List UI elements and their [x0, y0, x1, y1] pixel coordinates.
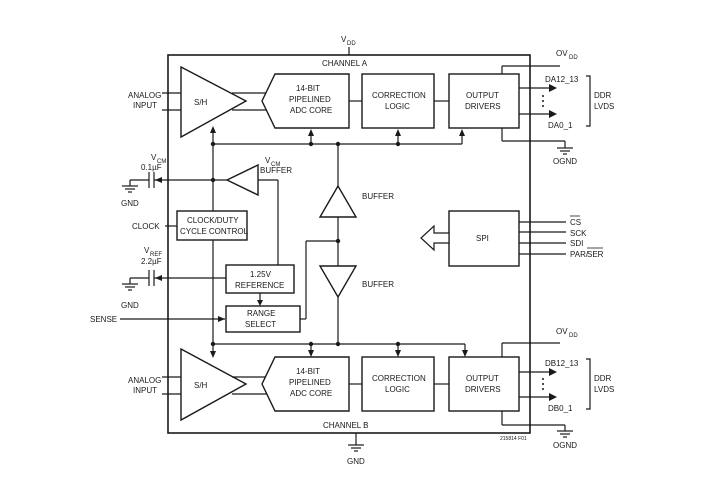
ovdd-a-label: OV [556, 49, 568, 58]
spi-pin-cs: CS [570, 218, 581, 227]
data-a-lsb-label: DA0_1 [548, 121, 573, 130]
channel-a-label: CHANNEL A [322, 59, 368, 68]
ddr-b-label-1: DDR [594, 374, 612, 383]
gnd-pin: GND [347, 433, 365, 466]
ovdd-b-label-sub: DD [569, 333, 578, 339]
adc-core-a [261, 73, 350, 129]
correction-logic-b-label-1: CORRECTION [372, 374, 426, 383]
sense-pin-label: SENSE [90, 315, 117, 324]
adc-core-a-label-2: PIPELINED [289, 95, 331, 104]
range-select-label-2: SELECT [245, 320, 276, 329]
clock-block-label-2: CYCLE CONTROL [180, 227, 249, 236]
vcm-buffer [225, 163, 259, 197]
gnd-label: GND [347, 457, 365, 466]
analog-input-a-label-2: INPUT [133, 101, 157, 110]
reference-label-1: 1.25V [250, 270, 272, 279]
output-drivers-b-label-1: OUTPUT [466, 374, 499, 383]
sample-hold-a [180, 65, 248, 139]
range-select [225, 305, 301, 333]
output-drivers-b-label-2: DRIVERS [465, 385, 501, 394]
figure-id: 215814 F01 [500, 436, 527, 442]
vcm-section: V CM 0.1µF GND V CM BUFFER [121, 153, 292, 265]
channel-a: ANALOG INPUT S/H 14-BIT PIPELINED ADC CO… [128, 49, 614, 166]
vdd-label: V [341, 35, 347, 44]
adc-core-b-label-2: PIPELINED [289, 378, 331, 387]
spi-pin-par: PAR/ [570, 250, 589, 259]
analog-input-b-label-1: ANALOG [128, 376, 161, 385]
data-b-msb-label: DB12_13 [545, 359, 579, 368]
reference-buffers: BUFFER BUFFER [318, 141, 394, 347]
correction-logic-a-label-1: CORRECTION [372, 91, 426, 100]
sample-hold-b-label: S/H [194, 381, 208, 390]
sense-section: SENSE RANGE SELECT [90, 238, 341, 333]
vcm-buffer-label-sub: CM [271, 162, 280, 168]
spi-internal-bus-arrow [420, 224, 450, 252]
vref-pin-label: V [144, 246, 150, 255]
adc-core-b-label-3: ADC CORE [290, 389, 332, 398]
ovdd-b-label: OV [556, 327, 568, 336]
vcm-cap-label: 0.1µF [141, 163, 162, 172]
correction-logic-a [361, 73, 435, 129]
correction-logic-b-label-2: LOGIC [385, 385, 410, 394]
output-drivers-a [448, 73, 520, 129]
vdd-pin: V DD [341, 35, 356, 55]
correction-logic-a-label-2: LOGIC [385, 102, 410, 111]
sample-hold-a-label: S/H [194, 98, 208, 107]
buffer-upper [318, 184, 358, 218]
vcm-pin-label: V [151, 153, 157, 162]
output-drivers-a-label-2: DRIVERS [465, 102, 501, 111]
adc-core-b [261, 356, 350, 412]
clock-block-label-1: CLOCK/DUTY [187, 216, 239, 225]
analog-input-a-label-1: ANALOG [128, 91, 161, 100]
vref-cap-label: 2.2µF [141, 257, 162, 266]
data-a-msb-label: DA12_13 [545, 75, 579, 84]
buffer-lower [318, 265, 358, 299]
spi-pin-ser: SER [587, 250, 604, 259]
adc-core-a-label-3: ADC CORE [290, 106, 332, 115]
ognd-b-label: OGND [553, 441, 577, 450]
reference-label-2: REFERENCE [235, 281, 284, 290]
spi-pin-sck: SCK [570, 229, 587, 238]
buffer-upper-label: BUFFER [362, 192, 394, 201]
spi-section: SPI CS SCK SDI PAR/ SER [420, 210, 604, 267]
adc-core-b-label-1: 14-BIT [296, 367, 320, 376]
vcm-gnd-label: GND [121, 199, 139, 208]
adc-core-a-label-1: 14-BIT [296, 84, 320, 93]
clock-duty-cycle-control [176, 210, 248, 241]
buffer-lower-label: BUFFER [362, 280, 394, 289]
vref-gnd-label: GND [121, 301, 139, 310]
data-b-lsb-label: DB0_1 [548, 404, 573, 413]
clock-pin-label: CLOCK [132, 222, 160, 231]
analog-input-b-label-2: INPUT [133, 386, 157, 395]
vref-pin-label-sub: REF [150, 252, 162, 258]
ddr-a-label-1: DDR [594, 91, 612, 100]
ognd-a-label: OGND [553, 157, 577, 166]
vcm-pin-label-sub: CM [157, 159, 166, 165]
spi-block [448, 210, 520, 267]
ddr-b-label-2: LVDS [594, 385, 614, 394]
correction-logic-b [361, 356, 435, 412]
sample-hold-b [180, 347, 248, 422]
ovdd-a-label-sub: DD [569, 55, 578, 61]
reference-1-25v [225, 264, 295, 294]
output-drivers-b [448, 356, 520, 412]
output-drivers-a-label-1: OUTPUT [466, 91, 499, 100]
spi-pin-sdi: SDI [570, 239, 583, 248]
vdd-label-sub: DD [347, 41, 356, 47]
vref-section: V REF 2.2µF GND 1.25V REFERENCE [121, 246, 295, 310]
vcm-buffer-label-main: V [265, 156, 271, 165]
vcm-buffer-label-2: BUFFER [260, 166, 292, 175]
clock-section: CLOCK CLOCK/DUTY CYCLE CONTROL [132, 210, 249, 241]
range-select-label-1: RANGE [247, 309, 275, 318]
channel-b: ANALOG INPUT S/H 14-BIT PIPELINED ADC CO… [128, 327, 614, 450]
spi-label: SPI [476, 234, 489, 243]
ddr-a-label-2: LVDS [594, 102, 614, 111]
channel-b-label: CHANNEL B [323, 421, 369, 430]
